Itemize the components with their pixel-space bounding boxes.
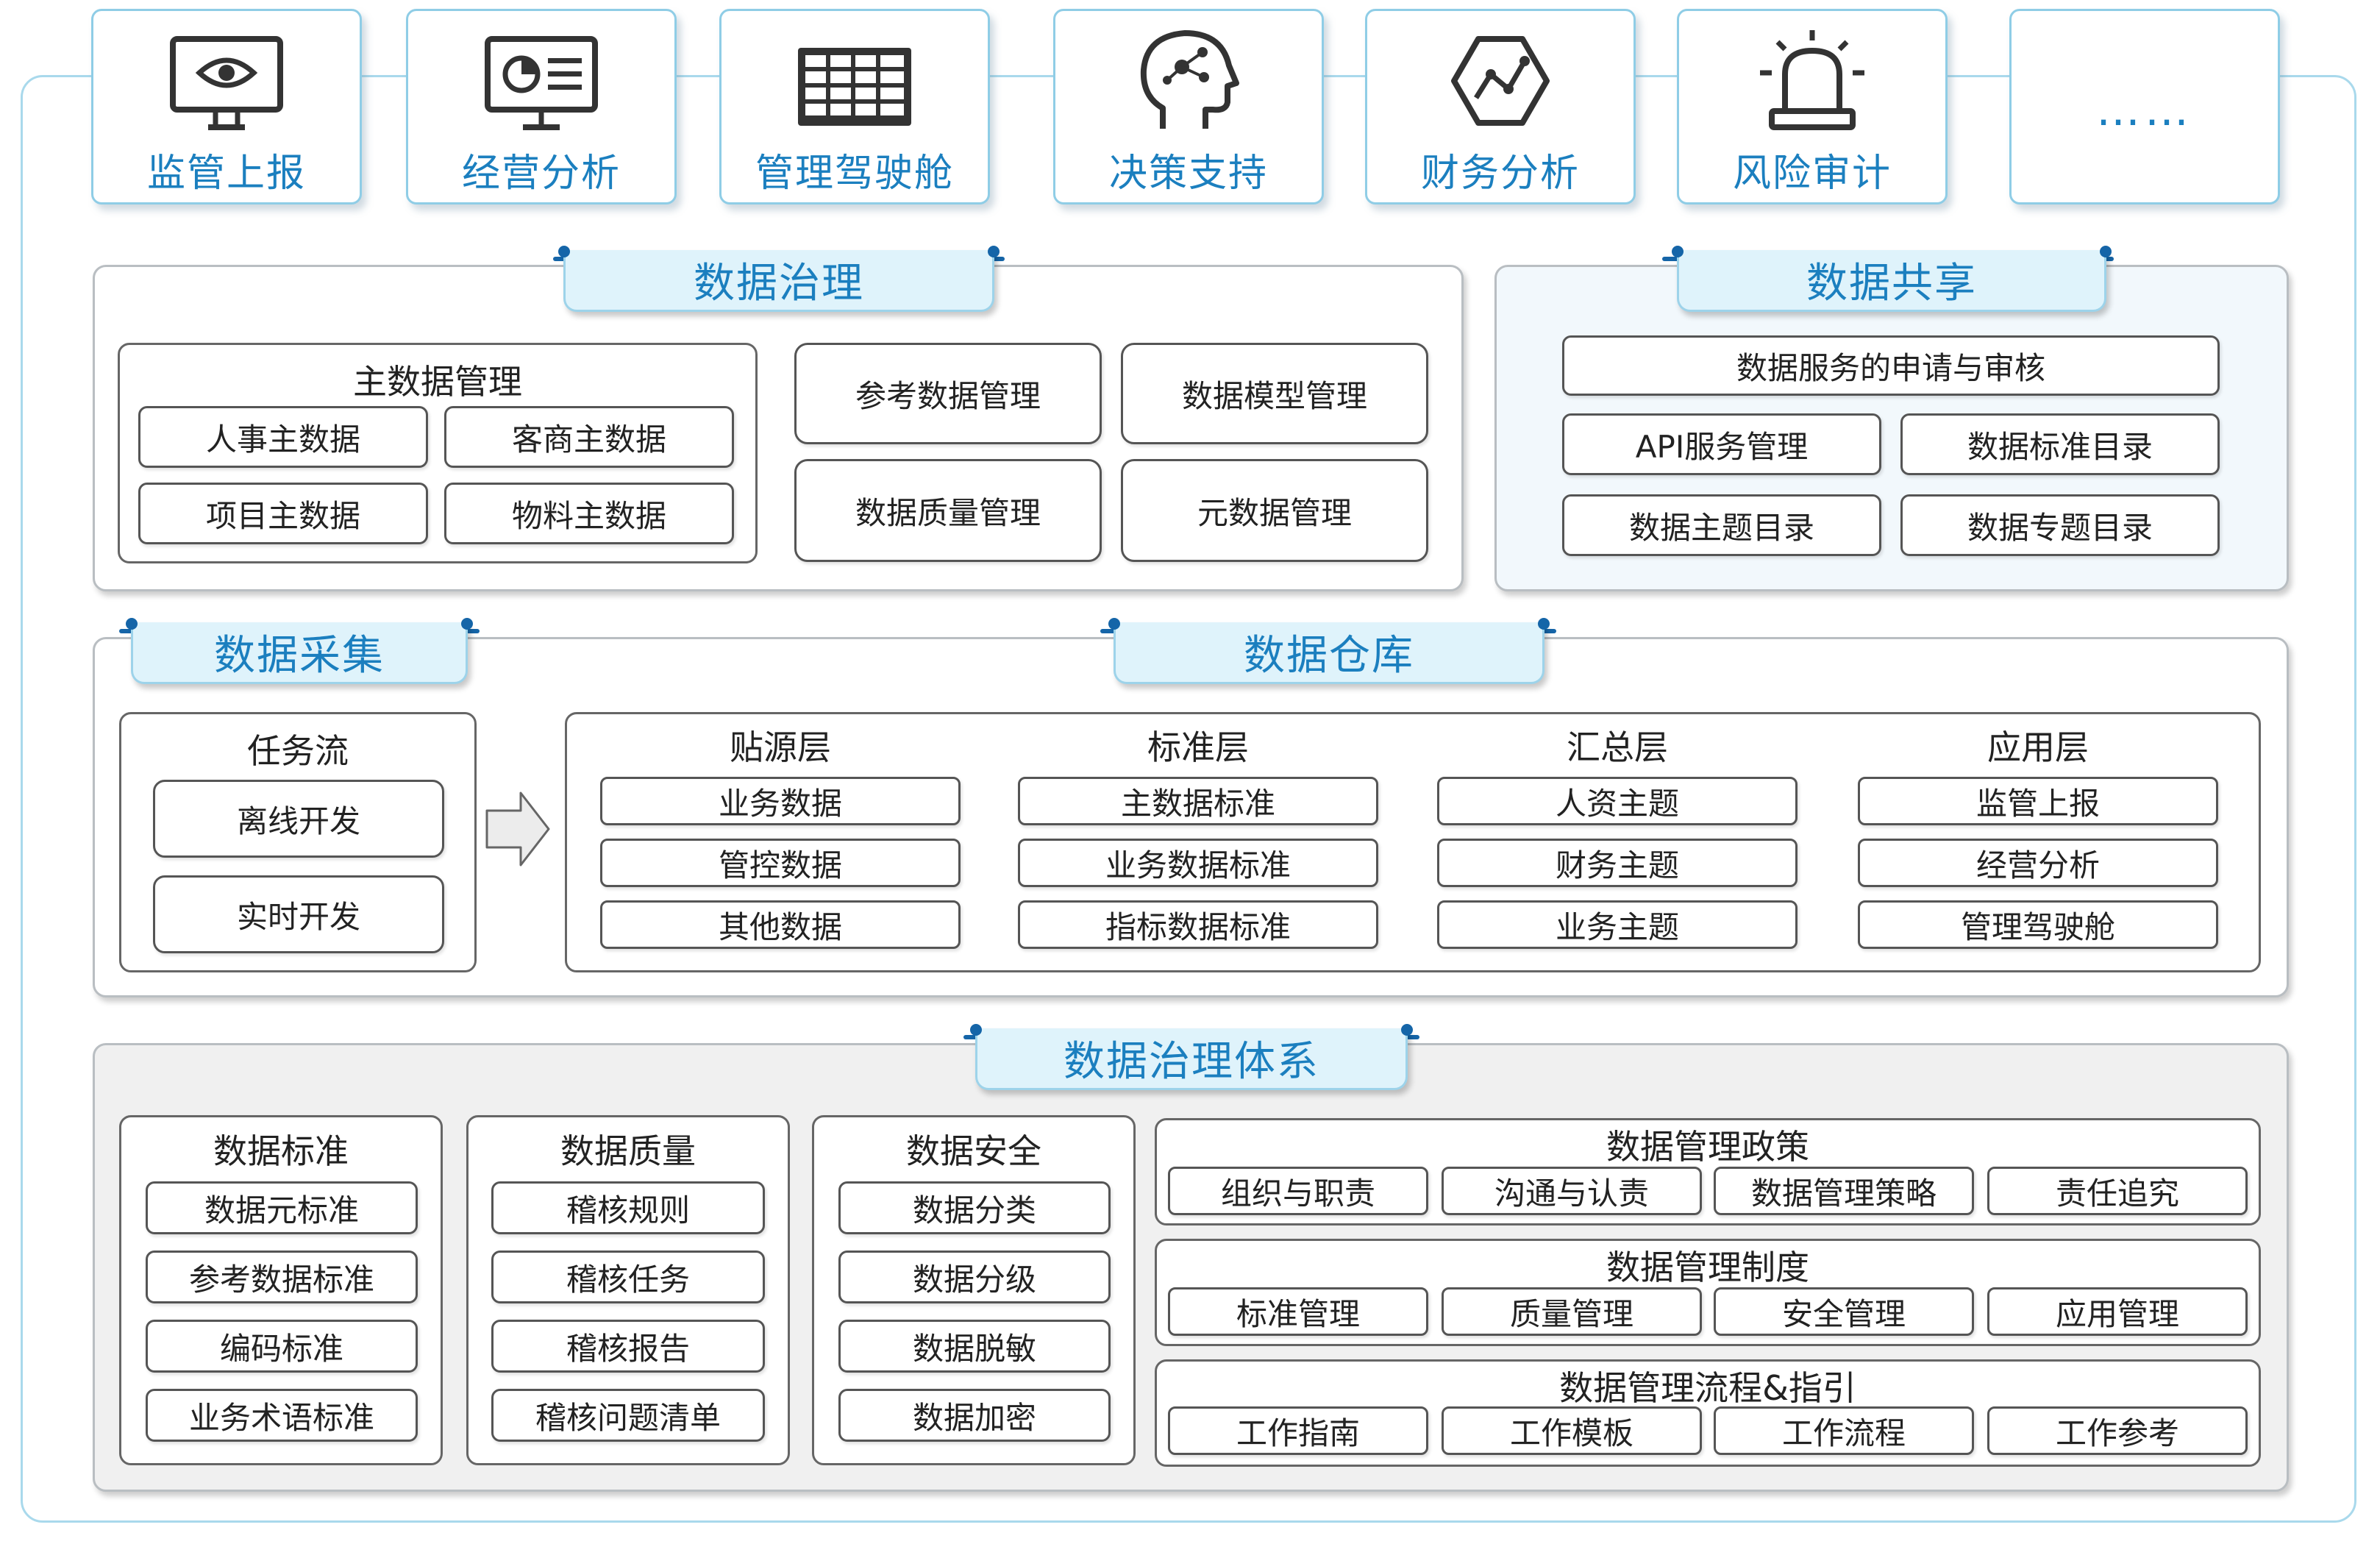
policy-item[interactable]: 责任追究	[1987, 1167, 2248, 1215]
card-business-analysis[interactable]: 经营分析	[406, 9, 677, 204]
standard-item[interactable]: 参考数据标准	[146, 1251, 418, 1303]
layer-item[interactable]: 监管上报	[1858, 777, 2218, 825]
monitor-eye-icon	[170, 36, 283, 130]
card-label: 监管上报	[146, 152, 306, 196]
policy-item[interactable]: 数据管理策略	[1714, 1167, 1974, 1215]
group-title: 数据安全	[906, 1131, 1041, 1171]
policy-item[interactable]: 组织与职责	[1168, 1167, 1428, 1215]
task-flow-item[interactable]: 实时开发	[153, 875, 444, 953]
group-title: 数据管理制度	[1606, 1248, 1809, 1287]
master-data-item[interactable]: 人事主数据	[138, 406, 428, 468]
layer-item[interactable]: 财务主题	[1437, 839, 1798, 887]
policy-item[interactable]: 沟通与认责	[1442, 1167, 1702, 1215]
master-data-title: 主数据管理	[353, 362, 522, 402]
card-label: 财务分析	[1420, 152, 1580, 196]
group-title: 数据标准	[213, 1131, 349, 1171]
security-item[interactable]: 数据分级	[838, 1251, 1111, 1303]
quality-item[interactable]: 稽核报告	[491, 1320, 765, 1373]
master-data-item[interactable]: 客商主数据	[444, 406, 734, 468]
governance-item[interactable]: 元数据管理	[1121, 459, 1428, 562]
standard-item[interactable]: 业务术语标准	[146, 1389, 418, 1442]
hexagon-chart-icon	[1451, 36, 1550, 126]
sharing-service-item[interactable]: 数据服务的申请与审核	[1562, 335, 2220, 396]
more-dots-icon: ……	[2096, 85, 2193, 136]
sharing-item[interactable]: 数据专题目录	[1900, 494, 2220, 556]
regulation-item[interactable]: 质量管理	[1442, 1287, 1702, 1336]
data-collection-title: 数据采集	[126, 618, 473, 684]
group-title: 数据管理政策	[1606, 1127, 1809, 1167]
regulation-item[interactable]: 应用管理	[1987, 1287, 2248, 1336]
standard-item[interactable]: 编码标准	[146, 1320, 418, 1373]
card-decision-support[interactable]: 决策支持	[1053, 9, 1324, 204]
card-label: 管理驾驶舱	[755, 152, 954, 196]
card-more[interactable]: ……	[2009, 9, 2280, 204]
layer-title: 贴源层	[730, 727, 831, 767]
card-label: 决策支持	[1108, 152, 1268, 196]
security-item[interactable]: 数据加密	[838, 1389, 1111, 1442]
layer-title: 标准层	[1147, 727, 1249, 767]
governance-system-title: 数据治理体系	[970, 1024, 1413, 1090]
layer-item[interactable]: 管理驾驶舱	[1858, 900, 2218, 949]
quality-item[interactable]: 稽核问题清单	[491, 1389, 765, 1442]
grid-table-icon	[798, 48, 911, 126]
data-governance-title: 数据治理	[558, 246, 1000, 312]
sharing-item[interactable]: API服务管理	[1562, 413, 1881, 475]
regulation-item[interactable]: 标准管理	[1168, 1287, 1428, 1336]
governance-item[interactable]: 数据模型管理	[1121, 343, 1428, 444]
sharing-item[interactable]: 数据主题目录	[1562, 494, 1881, 556]
governance-item[interactable]: 参考数据管理	[794, 343, 1102, 444]
quality-item[interactable]: 稽核规则	[491, 1181, 765, 1234]
layer-item[interactable]: 经营分析	[1858, 839, 2218, 887]
data-sharing-title: 数据共享	[1672, 246, 2112, 312]
card-regulatory-report[interactable]: 监管上报	[91, 9, 362, 204]
card-risk-audit[interactable]: 风险审计	[1677, 9, 1948, 204]
security-item[interactable]: 数据脱敏	[838, 1320, 1111, 1373]
quality-item[interactable]: 稽核任务	[491, 1251, 765, 1303]
layer-item[interactable]: 指标数据标准	[1018, 900, 1378, 949]
task-flow-title: 任务流	[247, 731, 349, 771]
process-item[interactable]: 工作指南	[1168, 1406, 1428, 1455]
regulation-item[interactable]: 安全管理	[1714, 1287, 1974, 1336]
layer-title: 汇总层	[1567, 727, 1668, 767]
card-management-cockpit[interactable]: 管理驾驶舱	[719, 9, 990, 204]
brain-head-icon	[1140, 30, 1239, 129]
card-label: 风险审计	[1732, 152, 1892, 196]
task-flow-item[interactable]: 离线开发	[153, 780, 444, 858]
layer-item[interactable]: 其他数据	[600, 900, 961, 949]
alarm-siren-icon	[1760, 30, 1864, 130]
layer-item[interactable]: 业务数据标准	[1018, 839, 1378, 887]
process-item[interactable]: 工作流程	[1714, 1406, 1974, 1455]
security-item[interactable]: 数据分类	[838, 1181, 1111, 1234]
process-item[interactable]: 工作模板	[1442, 1406, 1702, 1455]
master-data-item[interactable]: 物料主数据	[444, 483, 734, 544]
sharing-item[interactable]: 数据标准目录	[1900, 413, 2220, 475]
layer-item[interactable]: 业务数据	[600, 777, 961, 825]
layer-item[interactable]: 管控数据	[600, 839, 961, 887]
layer-item[interactable]: 业务主题	[1437, 900, 1798, 949]
master-data-item[interactable]: 项目主数据	[138, 483, 428, 544]
layer-item[interactable]: 人资主题	[1437, 777, 1798, 825]
layer-item[interactable]: 主数据标准	[1018, 777, 1378, 825]
data-warehouse-title: 数据仓库	[1108, 618, 1550, 684]
flow-arrow-icon	[485, 791, 550, 867]
group-title: 数据质量	[560, 1131, 696, 1171]
process-item[interactable]: 工作参考	[1987, 1406, 2248, 1455]
card-label: 经营分析	[461, 152, 621, 196]
dashboard-chart-icon	[485, 36, 598, 130]
layer-title: 应用层	[1987, 727, 2089, 767]
standard-item[interactable]: 数据元标准	[146, 1181, 418, 1234]
governance-item[interactable]: 数据质量管理	[794, 459, 1102, 562]
group-title: 数据管理流程&指引	[1559, 1368, 1856, 1408]
card-financial-analysis[interactable]: 财务分析	[1365, 9, 1636, 204]
